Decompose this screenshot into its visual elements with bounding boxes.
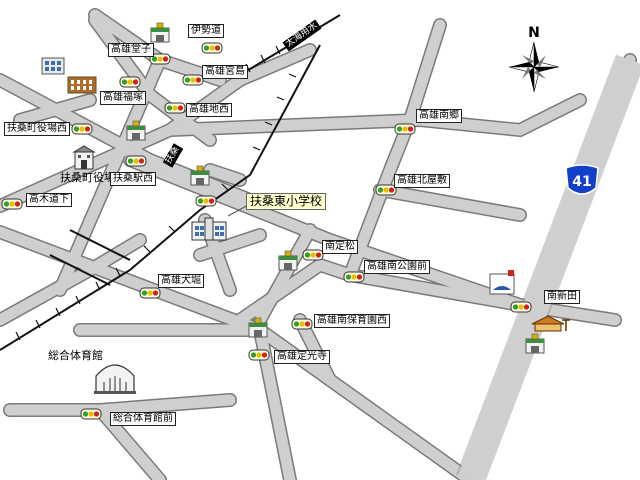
school-building-icon [67,76,97,94]
label-takaominamikoen: 高雄南公園前 [364,260,430,274]
label-takaonango: 高雄南郷 [416,109,462,123]
gymnasium-dome-icon [94,364,136,394]
school-building-icon [191,217,227,241]
label-takaochi: 高雄地西 [186,103,232,117]
town-hall-icon [72,145,96,170]
office-building-icon [41,57,65,75]
label-sogotaiikukan: 総合体育館 [48,349,103,362]
traffic-light-icon [139,287,161,299]
label-fuso-higashi-school: 扶桑東小学校 [246,193,327,210]
railway-line [0,14,341,351]
post-office-icon [150,22,170,43]
traffic-light-icon [164,102,186,114]
label-minamijomatsu: 南定松 [322,240,358,254]
traffic-light-icon [125,155,147,167]
label-takaofuku: 高雄福塚 [100,91,146,105]
traffic-light-icon [248,349,270,361]
shrine-icon [531,315,570,332]
route-shield-icon: 41 [565,164,599,195]
traffic-light-icon [1,198,23,210]
traffic-light-icon [375,184,397,196]
compass-north-letter: N [528,25,540,41]
traffic-light-icon [394,123,416,135]
traffic-light-icon [343,271,365,283]
label-takagi: 高木道下 [26,193,72,207]
label-takaoinubori: 高雄犬堀 [158,274,204,288]
label-fuso-yakuba: 扶桑町役場 [60,171,115,184]
traffic-light-icon [510,301,532,313]
route-shield-number: 41 [572,174,591,190]
label-isemichi: 伊勢道 [188,24,224,38]
label-takaominamihoiku: 高雄南保育園西 [314,314,390,328]
traffic-light-icon [80,408,102,420]
traffic-light-icon [182,74,204,86]
label-fuso-yakuba-nishi: 扶桑町役場西 [4,122,70,136]
label-minamishinden: 南新田 [544,290,580,304]
compass-rose-icon: N [508,25,560,93]
traffic-light-icon [119,76,141,88]
traffic-light-icon [302,249,324,261]
traffic-light-icon [291,318,313,330]
label-takaomiya: 高雄宮島 [202,65,248,79]
traffic-light-icon [201,42,223,54]
label-fuso-eki-nishi: 扶桑駅西 [110,172,156,186]
label-sogotaiikukan-mae: 総合体育館前 [110,412,176,426]
road-network [0,8,640,480]
gas-station-icon [489,270,515,295]
label-takaojokoji: 高雄定光寺 [274,350,330,364]
traffic-light-icon [71,123,93,135]
label-takaodou: 高雄堂子 [108,43,154,57]
label-takaokitayashiki: 高雄北屋敷 [394,174,450,188]
traffic-light-icon [195,195,217,207]
